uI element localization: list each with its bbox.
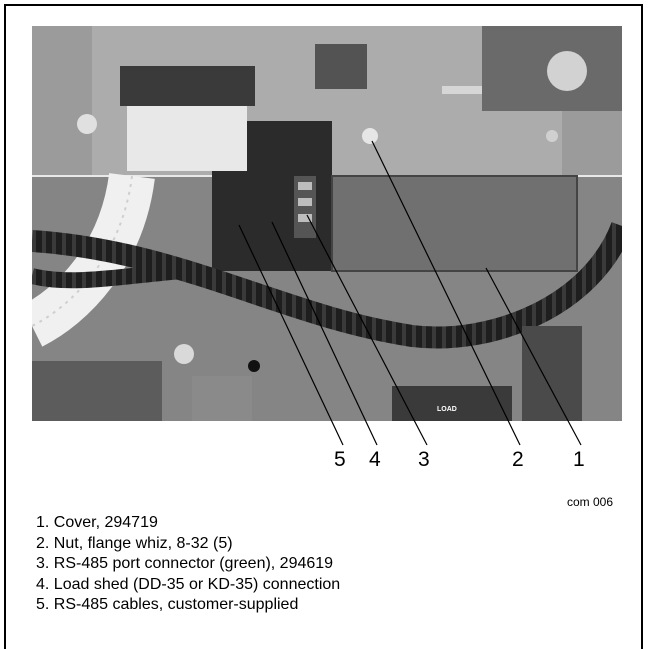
callout-number-4: 4 — [369, 448, 381, 471]
load-label: LOAD — [437, 406, 457, 413]
legend-item: 1. Cover, 294719 — [36, 514, 158, 531]
legend-item: 3. RS-485 port connector (green), 294619 — [36, 555, 334, 572]
callout-number-2: 2 — [512, 448, 524, 471]
legend-item: 2. Nut, flange whiz, 8-32 (5) — [36, 534, 233, 552]
equipment-photo: LOAD — [32, 26, 622, 421]
callout-number-5: 5 — [334, 448, 346, 471]
callout-number-1: 1 — [573, 448, 585, 471]
figure-code: com 006 — [566, 495, 614, 509]
callout-number-3: 3 — [418, 448, 430, 471]
parts-legend: 1. Cover, 294719 2. Nut, flange whiz, 8-… — [36, 513, 340, 616]
legend-item: 4. Load shed (DD-35 or KD-35) connection — [36, 575, 341, 593]
legend-item: 5. RS-485 cables, customer-supplied — [36, 596, 299, 613]
page-frame — [4, 4, 643, 649]
